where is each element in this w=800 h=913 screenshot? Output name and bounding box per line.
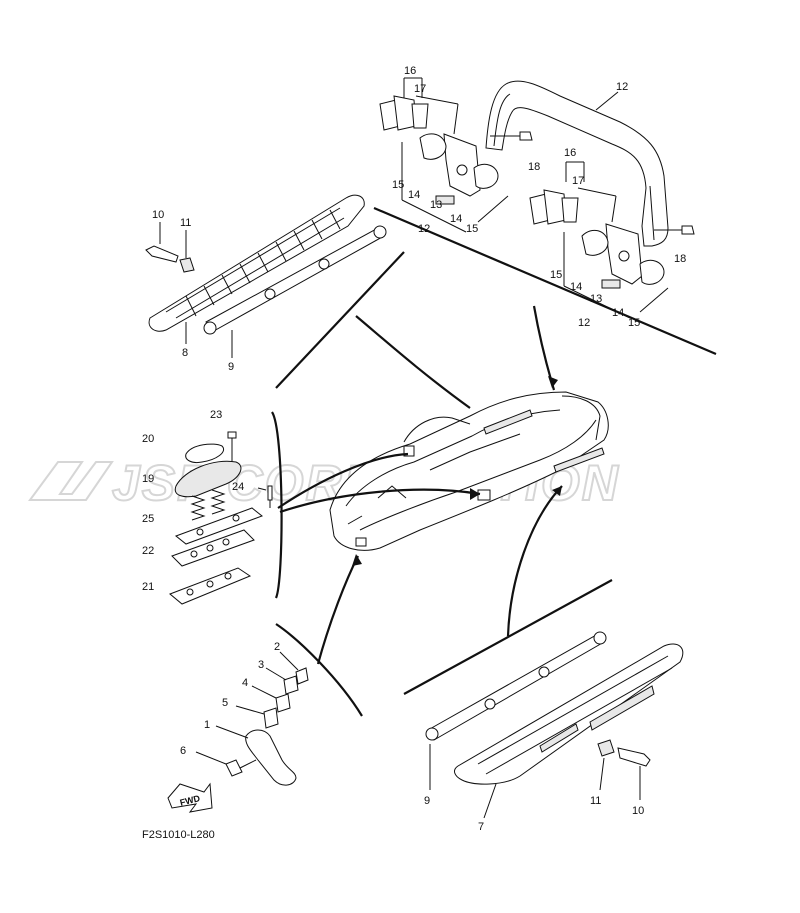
plate-25 xyxy=(174,507,264,545)
callout-13: 13 xyxy=(430,199,442,211)
callout-10: 10 xyxy=(152,209,164,221)
callout-9: 9 xyxy=(228,361,234,373)
callout-11: 11 xyxy=(180,217,191,229)
bolt-6 xyxy=(225,759,243,777)
cleat-assembly xyxy=(169,411,283,605)
callout-13: 13 xyxy=(590,293,602,305)
collar-11-lower xyxy=(597,739,615,757)
callout-18: 18 xyxy=(674,253,686,265)
callout-17: 17 xyxy=(414,83,426,95)
callout-15: 15 xyxy=(550,269,562,281)
upper-grip-assembly xyxy=(145,194,405,389)
reference-code: F2S1010-L280 xyxy=(142,829,215,841)
callout-8: 8 xyxy=(182,347,188,359)
callout-24: 24 xyxy=(232,481,244,493)
callout-19: 19 xyxy=(142,473,154,485)
lever-1 xyxy=(245,729,297,786)
callout-14: 14 xyxy=(450,213,462,225)
callout-21: 21 xyxy=(142,581,154,593)
callout-12: 12 xyxy=(616,81,628,93)
handle-bar-tube xyxy=(485,80,669,247)
fwd-arrow-icon: FWD xyxy=(167,782,213,813)
callout-18: 18 xyxy=(528,161,540,173)
callout-7: 7 xyxy=(478,821,484,833)
callout-10: 10 xyxy=(632,805,644,817)
callout-11: 11 xyxy=(590,795,601,807)
callout-2: 2 xyxy=(274,641,280,653)
hull-outline xyxy=(329,391,609,551)
callout-3: 3 xyxy=(258,659,264,671)
callout-15: 15 xyxy=(628,317,640,329)
grip-pad-lower xyxy=(454,643,684,785)
callout-15: 15 xyxy=(392,179,404,191)
base-21 xyxy=(169,567,252,605)
callout-12: 12 xyxy=(418,223,430,235)
callout-15: 15 xyxy=(466,223,478,235)
bracket-right xyxy=(605,223,643,285)
callout-14: 14 xyxy=(612,307,624,319)
collar-11-upper xyxy=(179,257,195,273)
callout-25: 25 xyxy=(142,513,154,525)
callout-16: 16 xyxy=(404,65,416,77)
lever-assembly: FWD xyxy=(167,623,363,813)
grip-ribs-upper xyxy=(185,209,341,317)
lower-grip-assembly xyxy=(403,579,684,819)
callout-14: 14 xyxy=(408,189,420,201)
cleat-cover-20 xyxy=(185,443,224,463)
bolt-10-upper xyxy=(145,245,179,263)
callout-22: 22 xyxy=(142,545,154,557)
cleat-19 xyxy=(174,460,242,498)
callout-6: 6 xyxy=(180,745,186,757)
grip-pad-upper xyxy=(148,194,365,332)
callout-1: 1 xyxy=(204,719,210,731)
callout-16: 16 xyxy=(564,147,576,159)
callout-12: 12 xyxy=(578,317,590,329)
bolt-10-lower xyxy=(617,747,651,767)
callout-14: 14 xyxy=(570,281,582,293)
callout-labels: 16 17 12 18 15 14 13 12 14 15 16 17 18 1… xyxy=(142,65,686,833)
callout-17: 17 xyxy=(572,175,584,187)
callout-5: 5 xyxy=(222,697,228,709)
handle-bar-assembly xyxy=(373,77,717,356)
watercraft-hull xyxy=(277,305,609,665)
callout-9: 9 xyxy=(424,795,430,807)
callout-20: 20 xyxy=(142,433,154,445)
callout-23: 23 xyxy=(210,409,222,421)
watermark-logo-icon xyxy=(28,461,114,501)
callout-4: 4 xyxy=(242,677,248,689)
fwd-label: FWD xyxy=(179,793,202,808)
